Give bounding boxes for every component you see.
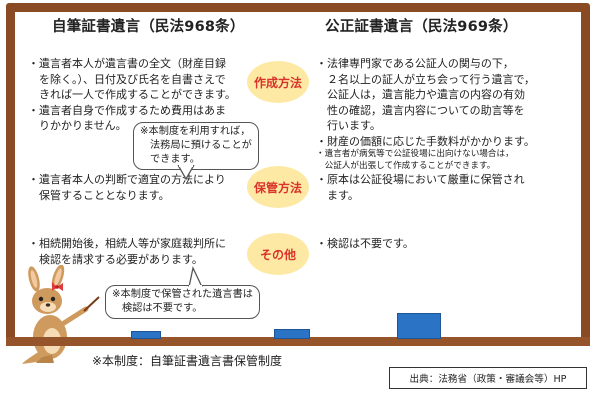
- bubble-line: できます。: [150, 154, 200, 165]
- text-line: 公証人が出張して作成することができます。: [316, 160, 496, 171]
- notarial-visit-note: ・遺言者が病気等で公証役場に出向けない場合は， 公証人が出張して作成することがで…: [316, 149, 514, 172]
- bubble-tail: [188, 266, 203, 288]
- holographic-storage-text: ・遺言者本人の判断で適宜の方法により 保管することとなります。: [28, 172, 226, 203]
- text-line: ・原本は公証役場において厳重に保管され: [316, 173, 525, 186]
- text-line: ・検認は不要です。: [316, 237, 414, 250]
- text-line: ・財産の価額に応じた手数料がかかります。: [316, 134, 535, 148]
- other-badge: その他: [247, 233, 309, 275]
- text-line: ・遺言者本人が遺言書の全文（財産目録: [28, 57, 226, 70]
- text-line: 検認を請求する必要があります。: [28, 252, 203, 266]
- text-line: ・法律専門家である公証人の関与の下，: [316, 57, 514, 70]
- text-line: を除く。）、日付及び氏名を自書さえで: [28, 72, 226, 86]
- storage-method-badge: 保管方法: [247, 166, 309, 208]
- creation-method-badge: 作成方法: [247, 61, 309, 103]
- holographic-will-heading: 自筆証書遺言（民法968条）: [52, 19, 245, 35]
- text-line: きれば一人で作成することができます。: [28, 88, 236, 101]
- notarial-will-heading: 公正証書遺言（民法969条）: [325, 19, 518, 35]
- text-line: 公証人は，遺言能力や遺言の内容の有効: [316, 88, 525, 101]
- chalk-stick: [131, 331, 161, 339]
- text-line: りかかりません。: [28, 119, 127, 132]
- kangaroo-mascot-icon: [22, 265, 100, 364]
- blackboard-eraser: [397, 313, 441, 339]
- text-line: ・相続開始後，相続人等が家庭裁判所に: [28, 237, 226, 250]
- notarial-storage-text: ・原本は公証役場において厳重に保管され ます。: [316, 172, 525, 203]
- bubble-line: ※本制度で保管された遺言書は: [112, 289, 253, 300]
- text-line: 保管することとなります。: [28, 188, 170, 202]
- bubble-tail: [177, 165, 195, 181]
- holographic-creation-text: ・遺言者本人が遺言書の全文（財産目録 を除く。）、日付及び氏名を自書さえで きれ…: [28, 56, 236, 134]
- storage-note-bubble: ※本制度を利用すれば， 法務局に預けることが できます。: [133, 122, 259, 170]
- bubble-line: 法務局に預けることが: [150, 140, 252, 151]
- notarial-creation-text: ・法律専門家である公証人の関与の下， ２名以上の証人が立ち会って行う遺言で， 公…: [316, 56, 535, 149]
- text-line: ます。: [316, 188, 359, 202]
- chalk-ledge: [6, 337, 590, 346]
- text-line: ・遺言者が病気等で公証役場に出向けない場合は，: [316, 149, 514, 159]
- text-line: ２名以上の証人が立ち会って行う遺言で，: [316, 72, 536, 86]
- inspection-note-bubble: ※本制度で保管された遺言書は 検認は不要です。: [105, 285, 260, 319]
- notarial-other-text: ・検認は不要です。: [316, 236, 414, 252]
- source-credit: 出典：法務省（政策・審議会等）HP: [389, 367, 587, 389]
- system-footnote: ※本制度：自筆証書遺言書保管制度: [92, 354, 283, 368]
- bubble-line: 検認は不要です。: [122, 303, 203, 314]
- chalk-stick: [274, 329, 310, 339]
- text-line: ・遺言者本人の判断で適宜の方法により: [28, 173, 226, 186]
- bubble-line: ※本制度を利用すれば，: [140, 126, 251, 137]
- text-line: ・遺言者自身で作成するため費用はあま: [28, 103, 226, 117]
- text-line: 性の確認，遺言内容についての助言等を: [316, 103, 525, 117]
- text-line: 行います。: [316, 119, 381, 132]
- holographic-other-text: ・相続開始後，相続人等が家庭裁判所に 検認を請求する必要があります。: [28, 236, 226, 267]
